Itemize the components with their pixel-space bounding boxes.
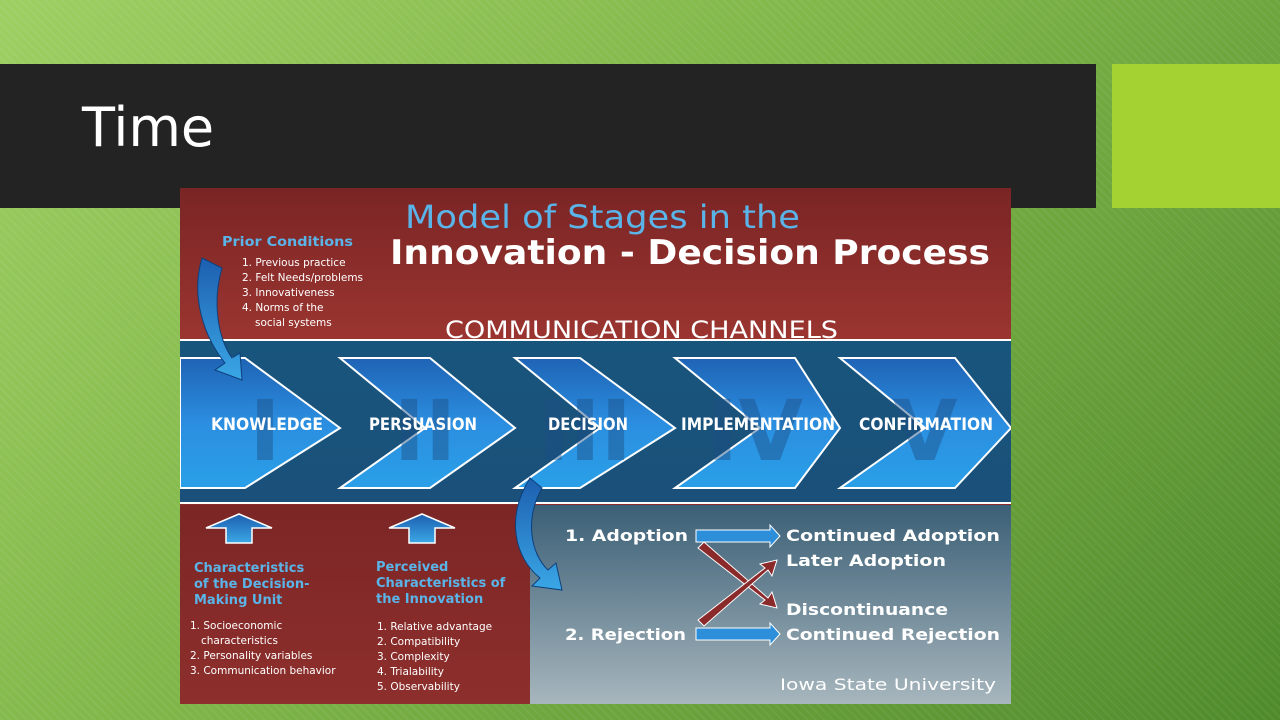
prior-condition-item: 1. Previous practice <box>242 257 346 269</box>
outcome-arrows <box>695 523 781 647</box>
stage-chevrons <box>180 357 1011 489</box>
numeral-i: I <box>249 382 280 480</box>
perceived-list: 1. Relative advantage 2. Compatibility 3… <box>377 621 492 693</box>
curved-arrow-icon <box>197 257 243 381</box>
accent-box <box>1112 64 1280 208</box>
decision-unit-item: 1. Socioeconomic <box>190 620 282 632</box>
prior-conditions-list: 1. Previous practice 2. Felt Needs/probl… <box>242 257 363 329</box>
prior-condition-item: 2. Felt Needs/problems <box>242 272 363 284</box>
stage-label-decision: DECISION <box>548 415 628 435</box>
stage-label-confirmation: CONFIRMATION <box>859 415 993 435</box>
top-panel <box>180 188 1011 340</box>
outcome-labels: 1. Adoption 2. Rejection Continued Adopt… <box>565 526 1000 644</box>
prior-condition-item: 4. Norms of the <box>242 302 324 314</box>
decision-unit-heading-line: Making Unit <box>194 593 282 608</box>
stage-label-implementation: IMPLEMENTATION <box>681 415 835 435</box>
perceived-item: 2. Compatibility <box>377 636 460 648</box>
chevron-decision <box>511 357 677 489</box>
perceived-item: 3. Complexity <box>377 651 450 663</box>
later-adoption-label: Later Adoption <box>786 551 946 570</box>
prior-condition-item: social systems <box>255 317 332 329</box>
chevron-implementation <box>671 357 842 489</box>
perceived-item: 4. Trialability <box>377 666 444 678</box>
title-bar <box>0 64 1096 208</box>
decision-unit-heading-line: of the Decision- <box>194 577 309 592</box>
decision-unit-heading: Characteristics of the Decision- Making … <box>194 561 309 608</box>
diagram-canvas: I II III IV V KNOWLEDGE PERSUASION DECIS… <box>180 188 1011 704</box>
decision-unit-item: 3. Communication behavior <box>190 665 336 677</box>
up-arrow-icon <box>388 513 456 544</box>
perceived-heading-line: the Innovation <box>376 592 483 607</box>
innovation-decision-diagram: I II III IV V KNOWLEDGE PERSUASION DECIS… <box>180 188 1011 704</box>
decision-unit-heading-line: Characteristics <box>194 561 304 576</box>
discontinuance-label: Discontinuance <box>786 600 948 619</box>
crossing-arrow-icon <box>697 559 778 627</box>
decision-unit-item: 2. Personality variables <box>190 650 312 662</box>
stage-label-persuasion: PERSUASION <box>369 415 477 435</box>
rejection-label: 2. Rejection <box>565 625 686 644</box>
perceived-heading-line: Characteristics of <box>376 576 506 591</box>
chevron-confirmation <box>836 357 1011 489</box>
perceived-heading-line: Perceived <box>376 560 448 575</box>
crossing-arrow-icon <box>697 541 778 609</box>
numeral-iii: III <box>538 382 632 480</box>
communication-channels-label: COMMUNICATION CHANNELS <box>445 316 838 344</box>
adoption-label: 1. Adoption <box>565 526 688 545</box>
prior-conditions-heading: Prior Conditions <box>222 235 353 250</box>
arrow-right-icon <box>695 621 781 647</box>
prior-condition-item: 3. Innovativeness <box>242 287 335 299</box>
perceived-heading: Perceived Characteristics of the Innovat… <box>376 560 506 607</box>
diagram-heading-line1: Model of Stages in the <box>405 198 800 236</box>
decision-unit-item: characteristics <box>201 635 278 647</box>
up-arrow-icon <box>205 513 273 544</box>
numeral-iv: IV <box>707 382 803 480</box>
slide-title: Time <box>82 96 215 159</box>
perceived-item: 5. Observability <box>377 681 460 693</box>
stage-label-knowledge: KNOWLEDGE <box>211 415 323 435</box>
university-credit: Iowa State University <box>780 675 996 694</box>
stage-numerals: I II III IV V <box>249 382 957 480</box>
diagram-heading-line2: Innovation - Decision Process <box>390 233 990 273</box>
numeral-v: V <box>892 382 957 480</box>
curved-arrow-icon <box>515 477 563 591</box>
chevron-persuasion <box>336 357 517 489</box>
perceived-item: 1. Relative advantage <box>377 621 492 633</box>
stage-labels: KNOWLEDGE PERSUASION DECISION IMPLEMENTA… <box>211 415 993 435</box>
arrow-right-icon <box>695 523 781 549</box>
continued-rejection-label: Continued Rejection <box>786 625 1000 644</box>
decision-unit-list: 1. Socioeconomic characteristics 2. Pers… <box>190 620 336 677</box>
numeral-ii: II <box>394 382 457 480</box>
continued-adoption-label: Continued Adoption <box>786 526 1000 545</box>
